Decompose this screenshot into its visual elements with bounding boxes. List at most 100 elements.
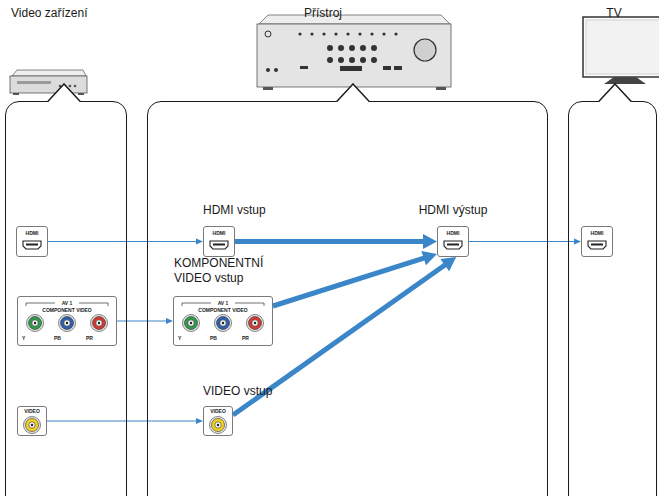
jack-color <box>26 419 39 432</box>
jack-pin <box>66 322 68 324</box>
jack-label: VIDEO <box>18 409 46 414</box>
jack-ring <box>215 315 232 332</box>
player-top <box>12 70 86 76</box>
hdmi-jack: HDMI <box>581 226 613 257</box>
connector-line <box>235 239 424 244</box>
connector-line <box>117 320 167 321</box>
jack-hole <box>29 422 35 428</box>
hdmi-port <box>210 241 228 249</box>
jack-label: HDMI <box>438 231 468 236</box>
player-front <box>10 76 87 93</box>
pin-label: Y <box>22 336 25 341</box>
jack-ring <box>27 315 44 332</box>
jack-pin <box>34 322 36 324</box>
signal-arrow <box>273 251 437 306</box>
jack-label: HDMI <box>582 231 612 236</box>
receiver-jack <box>266 68 270 72</box>
panel-notch <box>47 83 81 105</box>
panel-notch <box>336 83 370 105</box>
jack-label: VIDEO <box>204 409 232 414</box>
hdmi-jack: HDMI vstupHDMI <box>203 226 235 257</box>
cable-arrow <box>47 418 203 424</box>
player-foot <box>13 93 19 95</box>
tv-panel <box>586 20 659 74</box>
pin-label: PB <box>210 336 217 341</box>
video-jack: VIDEO <box>17 406 47 436</box>
jack-label: HDMI <box>204 231 234 236</box>
video-jack: VIDEO vstupVIDEO <box>203 406 233 436</box>
arrowhead <box>574 239 581 245</box>
hdmi-jack: HDMI výstupHDMI <box>437 226 469 257</box>
jack-label: HDMI <box>17 231 47 236</box>
terminal-heading: KOMPONENTNÍ VIDEO vstup <box>174 256 286 287</box>
hdmi-port <box>444 241 462 249</box>
receiver-foot <box>436 87 446 90</box>
panel-title: Video zařízení <box>11 7 123 21</box>
video-player <box>10 70 87 95</box>
receiver-foot <box>263 87 273 90</box>
jack-color <box>185 317 198 330</box>
cable-arrow <box>469 239 581 245</box>
arrowhead <box>421 251 437 265</box>
panel-title: TV <box>594 7 634 21</box>
device-panel: TVHDMI <box>568 101 657 496</box>
component-video-terminal: KOMPONENTNÍ VIDEO vstupAV 1COMPONENT VID… <box>173 296 273 346</box>
arrowhead <box>196 239 203 245</box>
jack-hole <box>188 320 194 326</box>
terminal-label: COMPONENT VIDEO <box>174 308 272 313</box>
jack-ring <box>247 315 264 332</box>
jack-ring <box>59 315 76 332</box>
jack-pin <box>217 424 219 426</box>
jack-ring <box>24 417 41 434</box>
connector-line <box>48 241 197 242</box>
signal-arrow <box>235 234 437 249</box>
hdmi-contacts <box>447 244 459 246</box>
notch-outline <box>337 84 370 102</box>
cable-arrow <box>117 318 173 324</box>
jack-ring <box>91 315 108 332</box>
jack-hole <box>64 320 70 326</box>
terminal-heading: VIDEO vstup <box>203 385 272 399</box>
jack-pin <box>98 322 100 324</box>
arrowhead <box>440 257 456 271</box>
hdmi-contacts <box>26 244 38 246</box>
jack-color <box>61 317 74 330</box>
notch-outline <box>48 84 81 102</box>
receiver-top <box>259 15 450 24</box>
hdmi-contacts <box>213 244 225 246</box>
tv-set <box>583 17 659 84</box>
component-video-terminal: AV 1COMPONENT VIDEOYPBPR <box>17 296 117 346</box>
hdmi-contacts <box>591 244 603 246</box>
jack-ring <box>210 417 227 434</box>
jack-pin <box>31 424 33 426</box>
jack-pin <box>190 322 192 324</box>
device-panel: Video zařízeníHDMIAV 1COMPONENT VIDEOYPB… <box>5 101 127 496</box>
arrowhead <box>423 234 437 249</box>
pin-label: PB <box>54 336 61 341</box>
jack-hole <box>96 320 102 326</box>
jack-color <box>93 317 106 330</box>
jack-ring <box>183 315 200 332</box>
connector-line <box>47 420 197 421</box>
jack-hole <box>215 422 221 428</box>
pin-label: PR <box>242 336 249 341</box>
jack-pin <box>254 322 256 324</box>
tv-stand <box>604 77 646 84</box>
receiver-buttons <box>298 32 402 71</box>
cable-arrow <box>48 239 203 245</box>
jack-color <box>29 317 42 330</box>
player-button <box>74 85 77 88</box>
hdmi-jack: HDMI <box>16 226 48 257</box>
panel-notch <box>598 83 632 105</box>
receiver <box>257 15 451 90</box>
jack-hole <box>252 320 258 326</box>
jack-hole <box>220 320 226 326</box>
panel-title: Přístroj <box>273 7 373 21</box>
hdmi-port <box>588 241 606 249</box>
group-label: AV 1 <box>174 301 272 306</box>
terminal-label: COMPONENT VIDEO <box>18 308 116 313</box>
connector-line <box>273 258 425 306</box>
jack-hole <box>32 320 38 326</box>
terminal-heading: HDMI vstup <box>203 204 266 218</box>
